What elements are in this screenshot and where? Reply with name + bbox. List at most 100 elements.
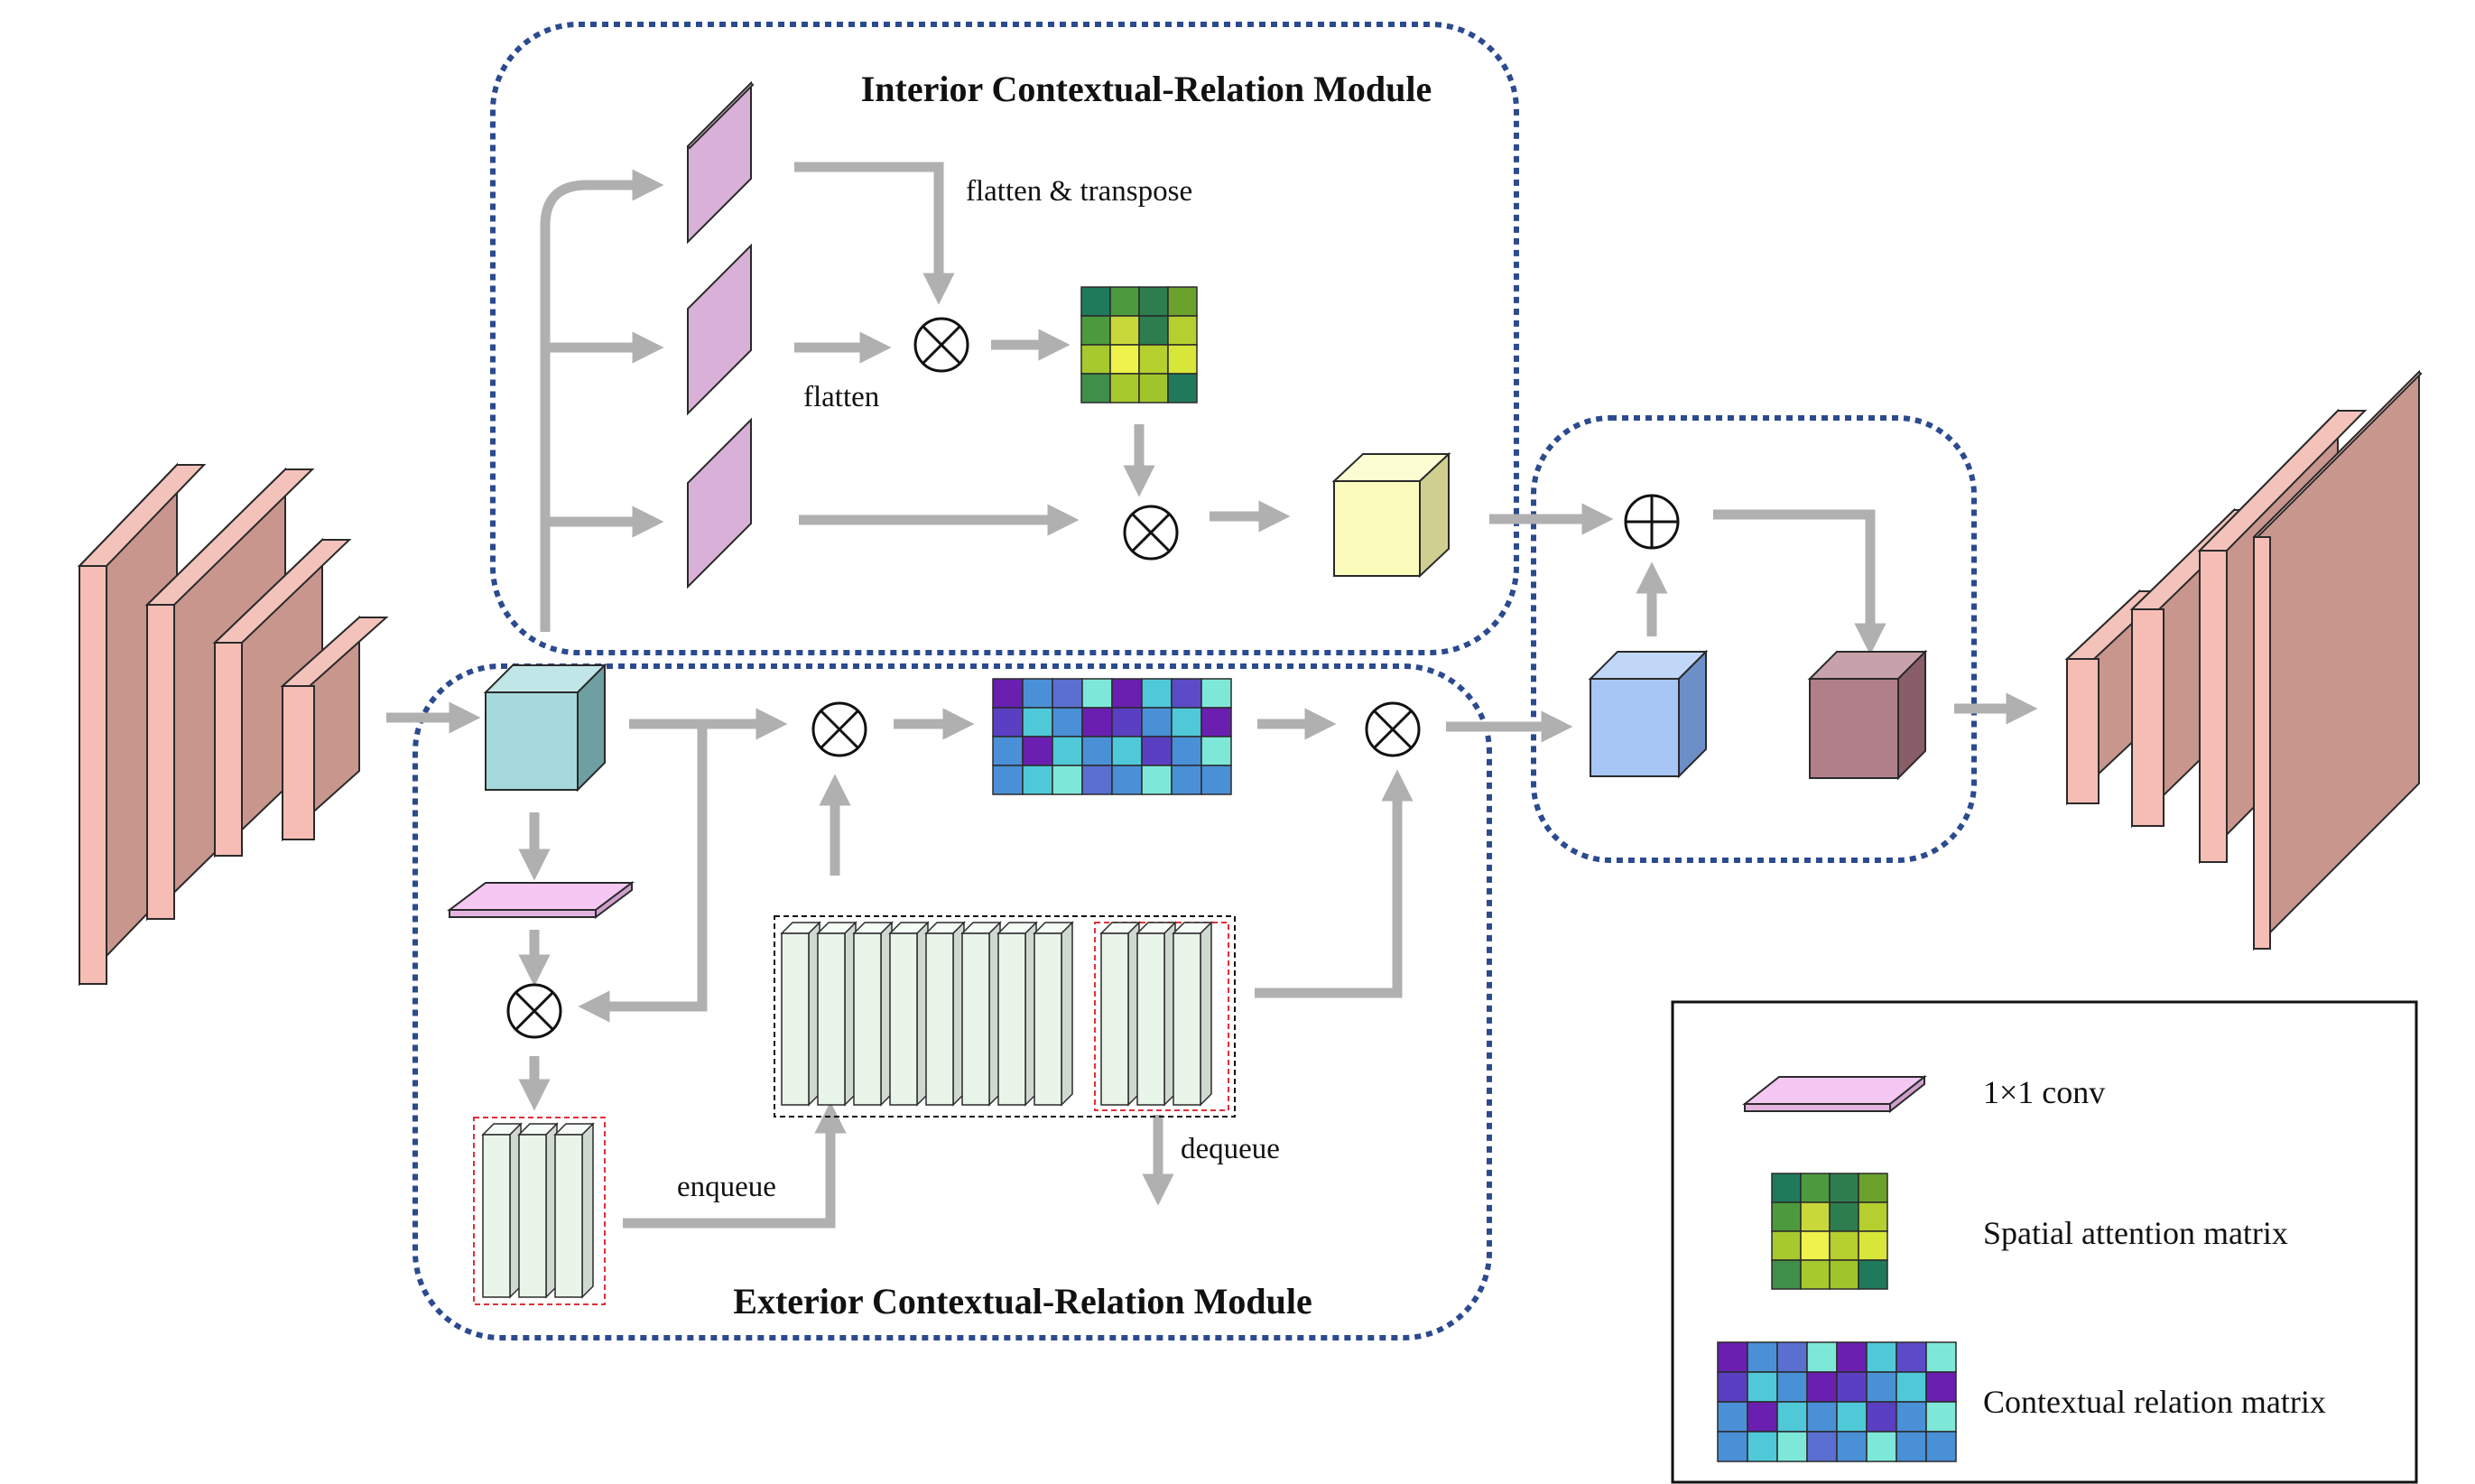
feature-plane-1 [687,80,752,245]
contextual-matrix-cell [1052,678,1083,709]
memory-queue-bars [780,921,1213,1107]
legend-spatial-cell [1800,1173,1831,1203]
legend-contextual-cell [1806,1401,1838,1433]
legend-contextual-cell [1806,1341,1838,1373]
queue-bar [518,1134,547,1298]
legend-contextual-cell [1717,1431,1748,1462]
contextual-matrix-cell [992,736,1024,766]
legend-contextual-cell [1776,1341,1808,1373]
spatial-matrix-cell [1167,344,1198,375]
mauve-cube [1807,649,1928,781]
legend-contextual-cell [1896,1341,1927,1373]
spatial-matrix-cell [1138,344,1169,375]
legend-conv-label: 1×1 conv [1983,1074,2105,1110]
contextual-matrix-cell [1171,678,1202,709]
contextual-matrix-cell [1022,736,1053,766]
memory-bar [853,932,882,1106]
legend-contextual-cell [1806,1371,1838,1403]
feature-planes [686,80,755,589]
legend-contextual-cell [1896,1431,1927,1462]
legend-contextual-cell [1776,1371,1808,1403]
legend-contextual-cell [1747,1431,1778,1462]
memory-bar [781,932,810,1106]
memory-bar [1034,932,1062,1106]
dequeue-label: dequeue [1181,1133,1280,1165]
legend-spatial-cell [1771,1259,1802,1290]
legend-contextual-cell [1776,1431,1808,1462]
queue-bar [554,1134,583,1298]
legend-contextual-cell [1925,1401,1957,1433]
contextual-matrix-cell [1052,707,1083,737]
new-keys-box [473,1117,606,1305]
contextual-matrix-cell [1200,707,1232,737]
legend-spatial-cell [1771,1173,1802,1203]
legend-spatial-cell [1829,1173,1859,1203]
legend-contextual-cell [1896,1371,1927,1403]
otimes-operator-1 [913,317,969,373]
legend-contextual-cell [1747,1371,1778,1403]
contextual-matrix-cell [1200,736,1232,766]
legend-spatial-cell [1829,1230,1859,1261]
spatial-matrix-cell [1109,373,1140,403]
memory-bar [997,932,1026,1106]
memory-queue-box [774,915,1236,1118]
spatial-matrix-cell [1109,286,1140,317]
feature-plane-3 [687,417,752,589]
memory-bar [817,932,846,1106]
memory-bar [1100,932,1129,1106]
contextual-matrix-cell [992,707,1024,737]
memory-bar [1061,921,1073,1107]
contextual-matrix-cell [992,765,1024,795]
contextual-matrix-cell [1052,765,1083,795]
operators [506,317,1680,1039]
contextual-matrix-cell [1200,678,1232,709]
legend-contextual-cell [1896,1401,1927,1433]
contextual-matrix-cell [1111,736,1143,766]
legend-spatial-cell [1800,1259,1831,1290]
legend-contextual-cell [1776,1401,1808,1433]
legend-spatial-cell [1771,1201,1802,1232]
legend-contextual-cell [1836,1371,1868,1403]
legend-contextual-cell [1925,1371,1957,1403]
legend-spatial-cell [1858,1201,1888,1232]
enqueue-label: enqueue [677,1171,776,1203]
legend-contextual-cell [1866,1431,1897,1462]
legend-contextual-cell [1866,1401,1897,1433]
flatten-label: flatten [803,381,879,413]
spatial-matrix-cell [1080,315,1111,346]
legend-contextual-cell [1925,1341,1957,1373]
legend-contextual-swatch [1717,1341,1957,1462]
legend-contextual-cell [1717,1341,1748,1373]
blue-cube [1588,649,1709,779]
memory-bar [961,932,990,1106]
queue-bar [581,1122,594,1299]
legend-spatial-cell [1858,1259,1888,1290]
legend-spatial-label: Spatial attention matrix [1983,1215,2288,1251]
spatial-matrix-cell [1138,373,1169,403]
legend-contextual-cell [1836,1341,1868,1373]
legend-contextual-cell [1866,1371,1897,1403]
otimes-operator-4 [506,983,562,1039]
legend-spatial-cell [1771,1230,1802,1261]
contextual-matrix-cell [1111,707,1143,737]
legend-contextual-cell [1747,1341,1778,1373]
teal-cube [483,663,607,793]
legend-contextual-cell [1925,1431,1957,1462]
interior-module-border [490,22,1519,655]
contextual-matrix-cell [1171,736,1202,766]
flatten-transpose-label: flatten & transpose [966,175,1192,208]
memory-bar [1200,921,1212,1107]
queue-bar [482,1134,511,1298]
spatial-matrix-cell [1080,373,1111,403]
memory-bar [1173,932,1201,1106]
legend-conv-swatch [1742,1074,1927,1114]
otimes-operator-3 [811,701,867,757]
legend-spatial-swatch [1771,1173,1888,1290]
legend-spatial-cell [1829,1259,1859,1290]
yellow-cube [1331,451,1451,579]
spatial-matrix-cell [1138,286,1169,317]
decoder-stack [2064,369,2423,951]
legend-contextual-cell [1866,1341,1897,1373]
memory-bar [1136,932,1165,1106]
